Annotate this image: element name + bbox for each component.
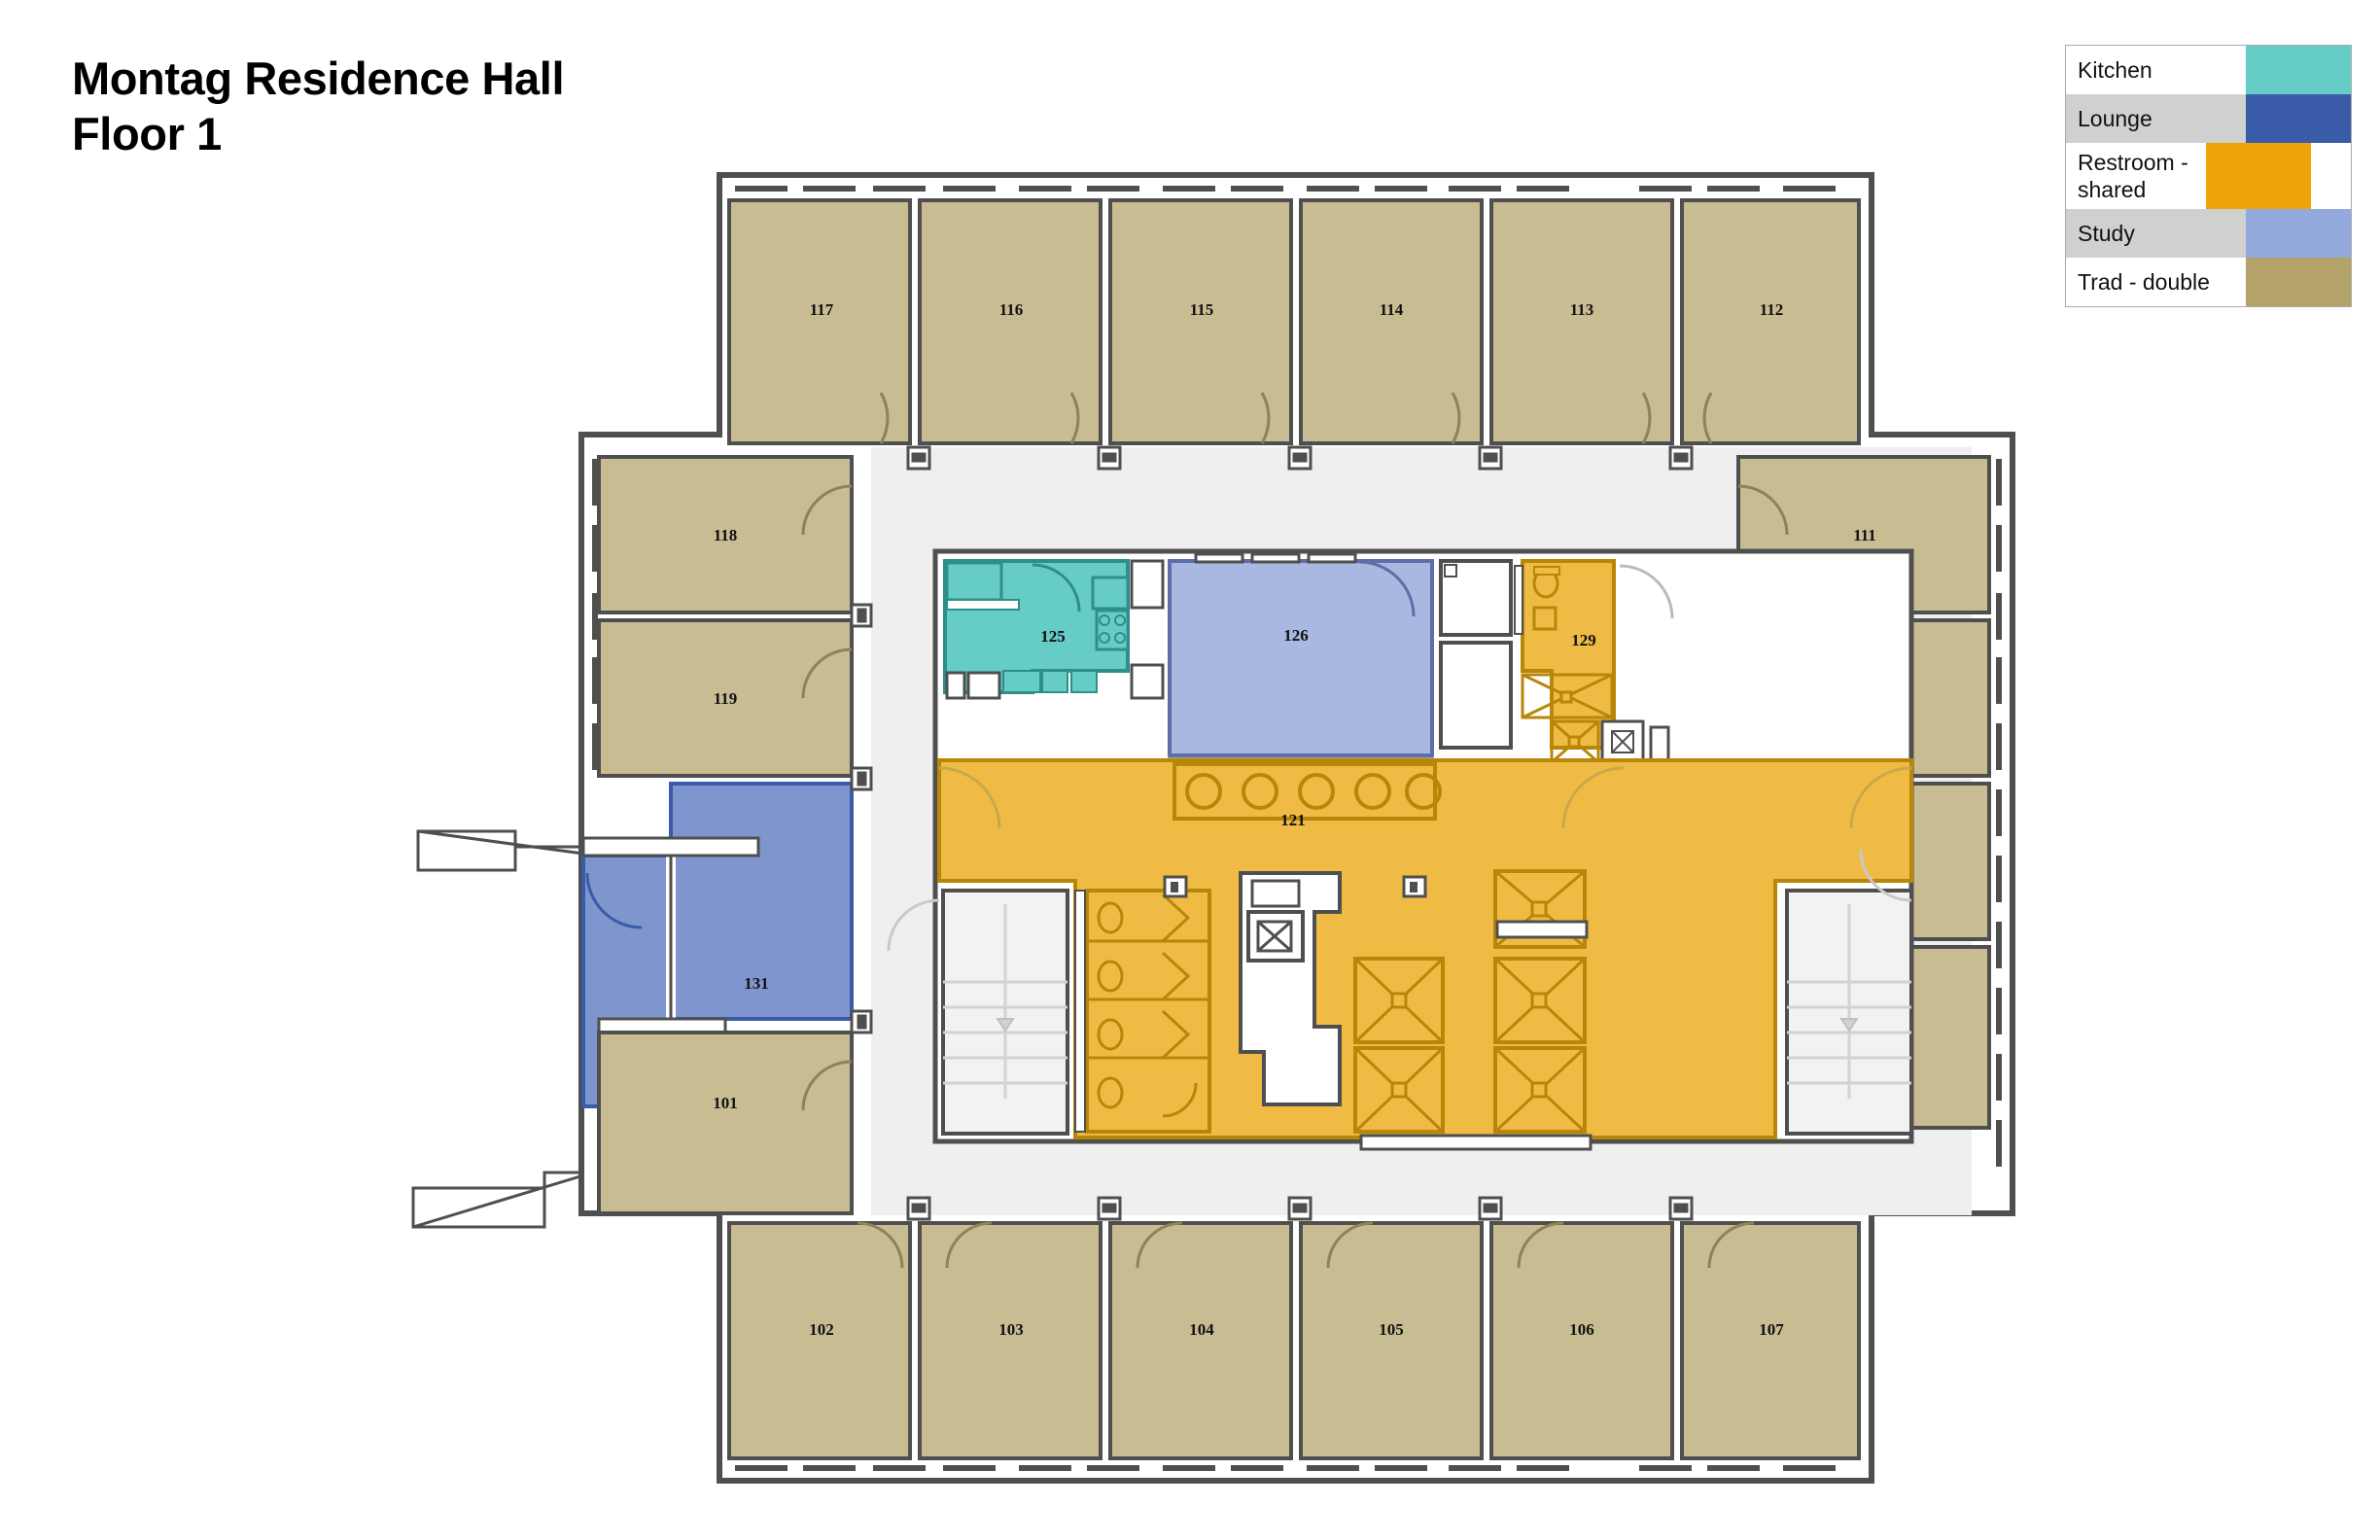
room-113[interactable]: 113 [1489,198,1674,445]
room-119[interactable]: 119 [597,618,854,778]
door-plate [850,603,873,1034]
legend-row: Trad - double [2066,258,2351,307]
legend-swatch-kitchen [2246,46,2351,94]
kitchen-counter [945,561,1003,602]
east-stairwell[interactable] [1785,849,1913,1136]
room-label: 107 [1759,1320,1784,1339]
room-label: 106 [1569,1320,1594,1339]
room-label: 118 [714,526,738,544]
legend-label: Lounge [2078,105,2152,131]
room-label: 102 [809,1320,834,1339]
toilet-stalls [1074,875,1211,1134]
room-label: 114 [1380,300,1404,319]
room-label: 117 [810,300,834,319]
room-115[interactable]: 115 [1108,198,1293,445]
room-label: 113 [1570,300,1594,319]
window-marks [1194,552,1357,564]
stair-direction-arrow [1839,1018,1859,1032]
stair-direction-arrow [996,1018,1015,1032]
room-107[interactable]: 107 [1680,1221,1861,1460]
room-106[interactable]: 106 [1489,1221,1674,1460]
room-label: 131 [744,974,769,993]
exterior-entrance-walk-south [411,1171,594,1229]
legend: Kitchen Lounge Restroom - shared Study T… [2065,45,2352,308]
legend-swatch-lounge [2246,94,2351,143]
room-label: 126 [1283,626,1309,645]
central-core: 125 126 [887,548,1914,1151]
sink-basins [1185,773,1442,810]
service-closets [1439,559,1513,750]
south-wing: 102 103 104 105 106 [727,1196,1861,1471]
legend-row: Kitchen [2066,46,2351,94]
room-116[interactable]: 116 [918,198,1102,445]
room-label: 105 [1379,1320,1404,1339]
room-label: 101 [713,1094,738,1112]
sink-counter [1172,762,1437,821]
room-label: 116 [999,300,1024,319]
room-label: 104 [1189,1320,1214,1339]
legend-label: Study [2078,221,2135,247]
room-label: 112 [1760,300,1784,319]
closet [1130,559,1165,610]
west-wing: 118 119 131 101 [581,455,873,1215]
legend-label: Restroom - shared [2078,150,2188,203]
legend-swatch-trad-double [2246,258,2351,307]
room-118[interactable]: 118 [597,455,854,614]
door-plate [906,1196,1694,1221]
room-label: 125 [1040,627,1066,646]
room-114[interactable]: 114 [1299,198,1484,445]
legend-row: Restroom - shared [2066,143,2351,210]
room-103[interactable]: 103 [918,1221,1102,1460]
room-126[interactable]: 126 [1168,552,1434,773]
door-plate [906,445,1694,471]
elevator-shaft[interactable] [1239,871,1342,1106]
stair-treads [1787,904,1911,1099]
legend-swatch-study [2246,209,2351,259]
room-label: 111 [1853,526,1876,544]
north-wing: 117 116 115 114 113 [727,186,1861,471]
room-129[interactable]: 129 [1514,559,1674,764]
closet [1130,663,1165,700]
room-label: 103 [998,1320,1024,1339]
shower-stalls-center [1353,869,1592,1151]
room-104[interactable]: 104 [1108,1221,1293,1460]
legend-label: Trad - double [2078,269,2210,296]
room-117[interactable]: 117 [727,198,912,445]
room-112[interactable]: 112 [1680,198,1861,445]
room-label: 129 [1571,631,1596,649]
legend-swatch-restroom-shared [2206,143,2311,210]
shower-stall [1521,673,1614,719]
sink-fixture [1532,606,1558,631]
room-105[interactable]: 105 [1299,1221,1484,1460]
legend-row: Study [2066,209,2351,259]
west-stairwell[interactable] [887,889,1069,1136]
page-title: Montag Residence Hall Floor 1 [72,52,565,160]
stair-treads [943,904,1068,1099]
room-label: 115 [1190,300,1214,319]
room-label: 121 [1280,811,1306,829]
legend-label: Kitchen [2078,56,2152,83]
room-102[interactable]: 102 [727,1221,912,1460]
room-131[interactable]: 131 [581,782,854,1108]
legend-row: Lounge [2066,94,2351,143]
room-label: 119 [714,689,738,708]
room-101[interactable]: 101 [597,1031,854,1215]
room-125[interactable]: 125 [943,559,1165,700]
